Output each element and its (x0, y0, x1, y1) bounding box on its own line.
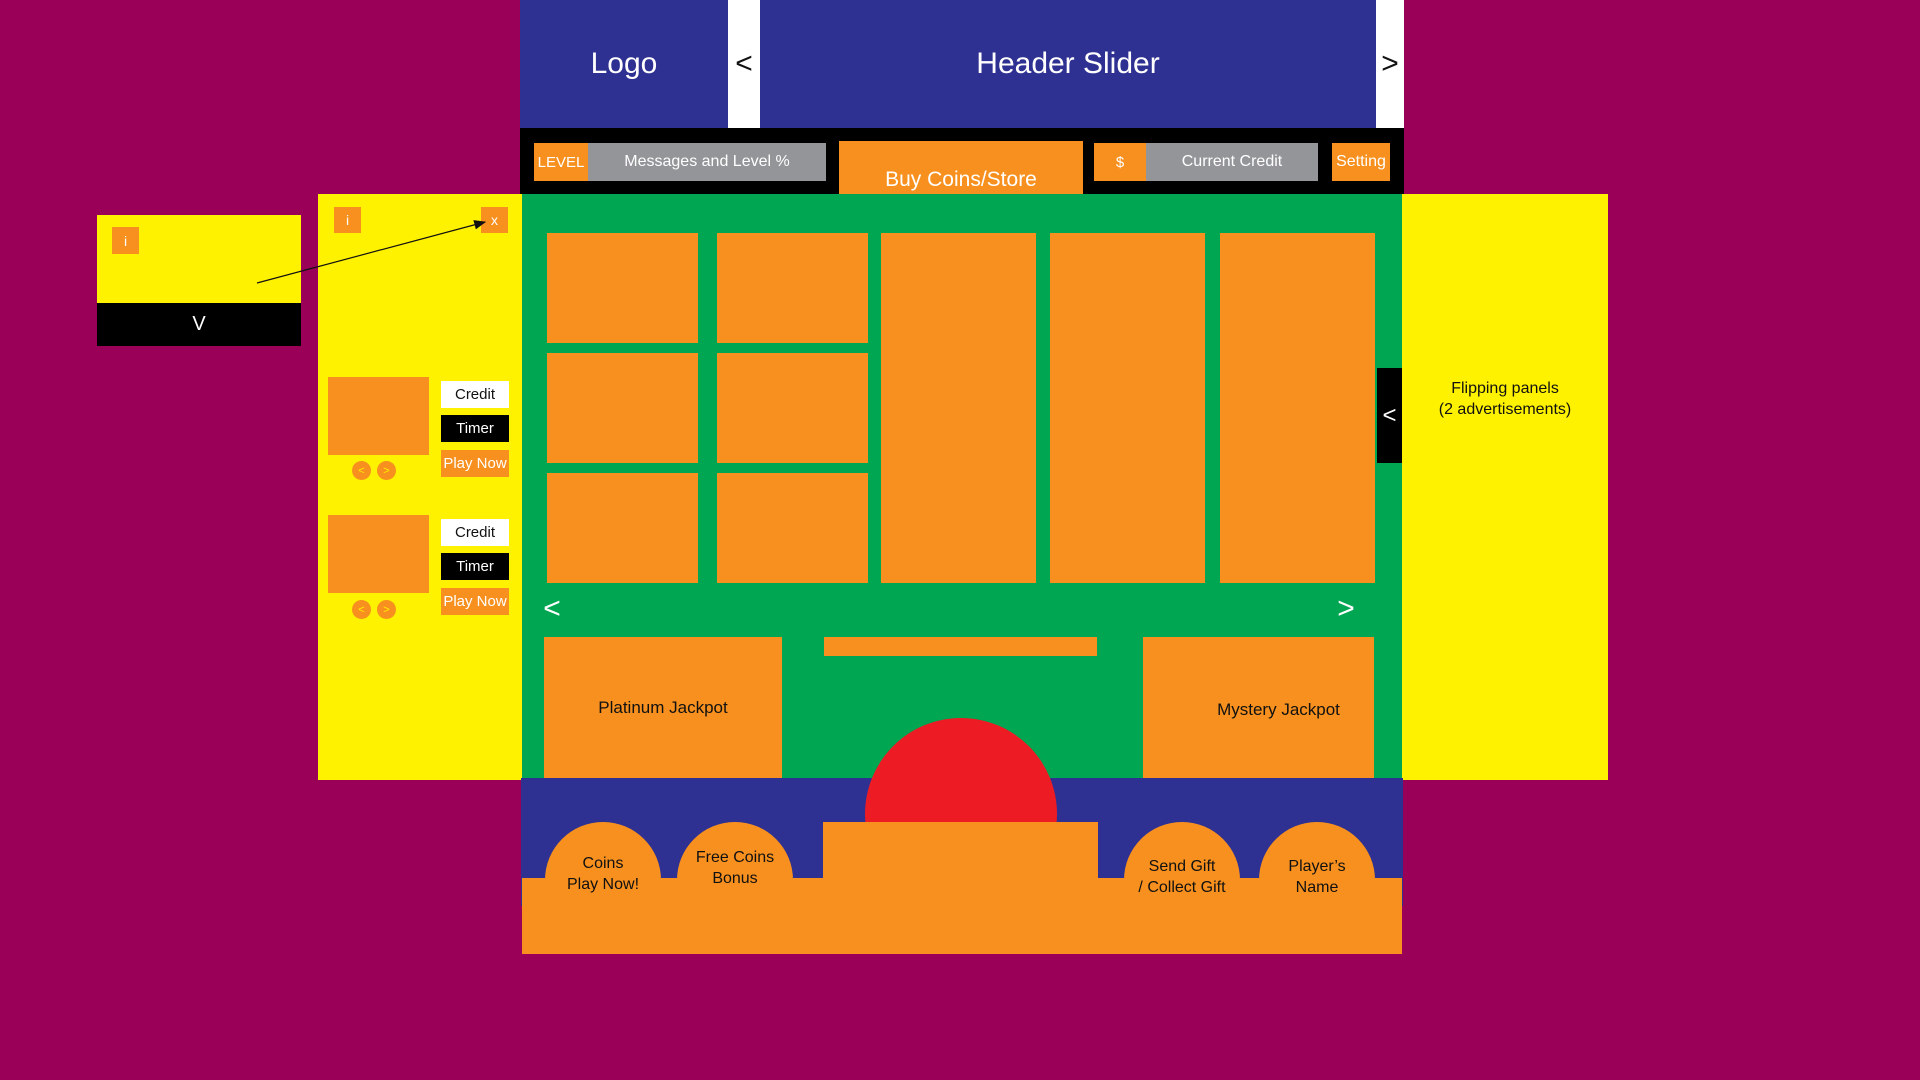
promo-thumbnail[interactable] (328, 377, 429, 455)
mystery-jackpot-panel[interactable]: Mystery Jackpot (1143, 637, 1374, 778)
free-coins-bonus-button[interactable]: Free Coins Bonus (677, 847, 793, 889)
right-panel-text: Flipping panels (2 advertisements) (1402, 378, 1608, 420)
jackpot-progress-bar (824, 637, 1097, 656)
promo-play-now-button[interactable]: Play Now (441, 450, 509, 477)
free-coins-label-line2: Bonus (712, 870, 758, 887)
player-name-line1: Player’s (1288, 858, 1346, 875)
games-next-button[interactable]: > (1337, 592, 1355, 625)
promo-next-button[interactable]: > (377, 461, 396, 480)
header-slider[interactable]: Header Slider (760, 0, 1376, 128)
platinum-jackpot-panel[interactable]: Platinum Jackpot (544, 637, 782, 778)
coins-play-label-line1: Coins (582, 855, 624, 872)
level-badge: LEVEL (534, 143, 588, 181)
header-slider-next-button[interactable]: > (1376, 0, 1404, 128)
game-tile[interactable] (547, 473, 698, 583)
promo-thumbnail[interactable] (328, 515, 429, 593)
game-tile-tall[interactable] (1050, 233, 1205, 583)
header-slider-prev-button[interactable]: < (728, 0, 760, 128)
right-panel-text-line2: (2 advertisements) (1438, 401, 1572, 418)
game-tile[interactable] (547, 353, 698, 463)
player-name-line2: Name (1295, 879, 1339, 896)
right-side-panel (1402, 194, 1608, 780)
game-tile-tall[interactable] (881, 233, 1036, 583)
promo-timer-label: Timer (441, 415, 509, 442)
footer-bottom-bar (522, 878, 1402, 954)
gift-label-line2: / Collect Gift (1138, 879, 1226, 896)
coins-play-label-line2: Play Now! (566, 876, 640, 893)
logo[interactable]: Logo (520, 0, 728, 128)
popup-expand-button[interactable]: V (97, 303, 301, 346)
games-prev-button[interactable]: < (543, 592, 561, 625)
game-tile-tall[interactable] (1220, 233, 1375, 583)
current-credit-display: Current Credit (1146, 143, 1318, 181)
popup-info-icon[interactable]: i (112, 227, 139, 254)
right-panel-text-line1: Flipping panels (1451, 380, 1559, 397)
promo-play-now-button[interactable]: Play Now (441, 588, 509, 615)
promo-credit-label: Credit (441, 381, 509, 408)
game-tile[interactable] (717, 473, 868, 583)
setting-button[interactable]: Setting (1332, 143, 1390, 181)
player-name-badge: Player’s Name (1259, 856, 1375, 898)
promo-prev-button[interactable]: < (352, 600, 371, 619)
promo-prev-button[interactable]: < (352, 461, 371, 480)
game-tile[interactable] (547, 233, 698, 343)
left-panel-info-icon[interactable]: i (334, 207, 361, 233)
game-tile[interactable] (717, 233, 868, 343)
promo-next-button[interactable]: > (377, 600, 396, 619)
left-side-panel (318, 194, 522, 780)
gift-label-line1: Send Gift (1148, 858, 1216, 875)
currency-icon: $ (1094, 143, 1146, 181)
promo-timer-label: Timer (441, 553, 509, 580)
right-panel-toggle-button[interactable]: < (1377, 368, 1402, 463)
messages-level-bar: Messages and Level % (588, 143, 826, 181)
promo-credit-label: Credit (441, 519, 509, 546)
free-coins-label-line1: Free Coins (695, 849, 775, 866)
coins-play-button[interactable]: Coins Play Now! (545, 853, 661, 895)
send-collect-gift-button[interactable]: Send Gift / Collect Gift (1124, 856, 1240, 898)
game-tile[interactable] (717, 353, 868, 463)
